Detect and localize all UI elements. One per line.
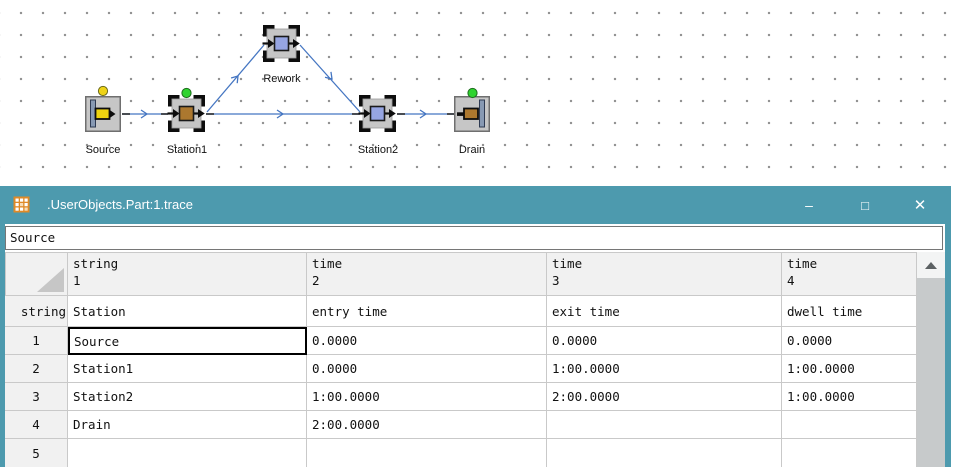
source-part-box	[94, 107, 111, 120]
node-label-rework: Rework	[263, 73, 301, 85]
trace-window: .UserObjects.Part:1.trace – □ ✕ Source s…	[0, 186, 951, 467]
scroll-up-button[interactable]	[917, 252, 945, 278]
node-label-drain: Drain	[459, 144, 485, 156]
table-cell[interactable]	[782, 411, 917, 439]
window-titlebar[interactable]: .UserObjects.Part:1.trace – □ ✕	[0, 186, 951, 224]
corner-triangle-icon	[37, 268, 64, 292]
row-header-4[interactable]: 4	[5, 411, 68, 439]
window-title: .UserObjects.Part:1.trace	[47, 197, 193, 212]
node-source[interactable]	[85, 85, 121, 132]
led-yellow	[97, 85, 109, 97]
node-station2[interactable]	[358, 95, 396, 132]
scroll-up-icon	[925, 261, 937, 269]
station-square	[178, 105, 195, 122]
window-border-right	[945, 224, 951, 467]
table-cell[interactable]	[68, 439, 307, 467]
connector-station1-station2[interactable]	[206, 109, 360, 119]
field-header-dwell-time[interactable]: dwell time	[782, 296, 917, 327]
connector-station1-rework[interactable]	[206, 44, 265, 113]
table-cell[interactable]: 1:00.0000	[547, 355, 782, 383]
table-cell[interactable]: 0.0000	[307, 327, 547, 355]
led-green	[181, 87, 192, 99]
connector-station2-drain[interactable]	[397, 109, 455, 119]
table-cell[interactable]	[547, 411, 782, 439]
table-cell[interactable]	[307, 439, 547, 467]
node-station1[interactable]	[167, 87, 205, 132]
table-cell[interactable]: 1:00.0000	[307, 383, 547, 411]
table-cell[interactable]: Drain	[68, 411, 307, 439]
table-cell[interactable]	[782, 439, 917, 467]
drain-bar	[479, 99, 485, 128]
row-header-5[interactable]: 5	[5, 439, 68, 467]
maximize-button[interactable]: □	[861, 197, 869, 213]
row-header-1[interactable]: 1	[5, 327, 68, 355]
row-header-3[interactable]: 3	[5, 383, 68, 411]
table-cell[interactable]: 1:00.0000	[782, 383, 917, 411]
table-cell[interactable]: 2:00.0000	[547, 383, 782, 411]
field-header-entry-time[interactable]: entry time	[307, 296, 547, 327]
formula-bar[interactable]: Source	[5, 226, 943, 250]
table-cell[interactable]	[547, 439, 782, 467]
row-header-2[interactable]: 2	[5, 355, 68, 383]
table-cell[interactable]: 2:00.0000	[307, 411, 547, 439]
model-canvas[interactable]: Source Station1 Rework Station2 Drain	[0, 0, 959, 184]
connector-rework-station2[interactable]	[299, 44, 361, 113]
field-header-station[interactable]: Station	[68, 296, 307, 327]
node-drain[interactable]	[454, 87, 490, 132]
connector-source-station1[interactable]	[122, 109, 168, 119]
table-cell[interactable]: Station2	[68, 383, 307, 411]
node-label-source: Source	[86, 144, 121, 156]
table-cell[interactable]: 0.0000	[782, 327, 917, 355]
table-cell[interactable]: Station1	[68, 355, 307, 383]
minimize-button[interactable]: –	[805, 197, 813, 213]
station-square	[273, 35, 290, 52]
field-header-exit-time[interactable]: exit time	[547, 296, 782, 327]
table-cell[interactable]: 1:00.0000	[782, 355, 917, 383]
table-cell[interactable]: 0.0000	[547, 327, 782, 355]
table-cell[interactable]: 0.0000	[307, 355, 547, 383]
window-border-left	[0, 224, 5, 467]
node-label-station1: Station1	[167, 144, 207, 156]
station-square	[369, 105, 386, 122]
close-button[interactable]: ✕	[913, 197, 927, 214]
corner-select-cell[interactable]	[5, 252, 68, 296]
table-icon	[13, 196, 30, 213]
node-label-station2: Station2	[358, 144, 398, 156]
node-rework[interactable]	[262, 25, 300, 62]
vertical-scrollbar[interactable]	[917, 252, 945, 467]
row-type-cell[interactable]: string	[5, 296, 68, 327]
cell-selected[interactable]: Source	[68, 327, 307, 355]
led-green	[467, 87, 478, 99]
drain-part-box	[463, 107, 479, 120]
